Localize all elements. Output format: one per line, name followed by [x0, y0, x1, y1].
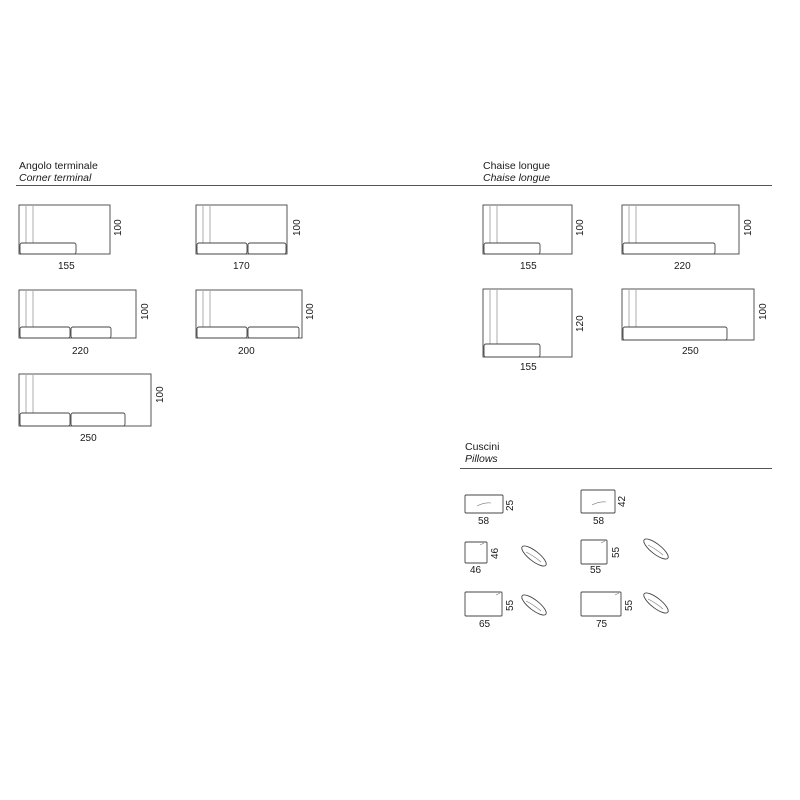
pillow-58x42: [580, 489, 616, 514]
chaise-longue-155-100: [482, 204, 573, 255]
corner-terminal-155-width: 155: [58, 261, 75, 272]
pillow-75x55-height: 55: [624, 599, 635, 611]
corner-terminal-250-depth: 100: [155, 386, 166, 403]
pillow-65x55-width: 65: [479, 619, 491, 630]
corner-terminal-200: [195, 289, 303, 339]
corner-terminal-200-width: 200: [238, 346, 255, 357]
chaise-longue-220-width: 220: [674, 261, 691, 272]
pillow-46-side: [521, 545, 547, 567]
corner-terminal-200-depth: 100: [305, 303, 316, 320]
chaise-longue-155-120: [482, 288, 573, 358]
pillow-55-side: [643, 538, 669, 560]
chaise-longue-header: Chaise longue Chaise longue: [483, 160, 550, 184]
pillow-65x55: [464, 591, 503, 617]
corner-terminal-155: [18, 204, 111, 255]
chaise-longue-divider: [454, 185, 772, 186]
corner-terminal-divider: [16, 185, 454, 186]
pillow-58x25-height: 25: [505, 499, 516, 511]
corner-terminal-155-depth: 100: [113, 219, 124, 236]
chaise-longue-155-100-depth: 100: [575, 219, 586, 236]
pillow-58x25-width: 58: [478, 516, 490, 527]
pillow-55x55-height: 55: [611, 546, 622, 558]
corner-terminal-250: [18, 373, 152, 427]
corner-terminal-header: Angolo terminale Corner terminal: [19, 160, 98, 184]
chaise-longue-220: [621, 204, 740, 255]
pillow-65x55-height: 55: [505, 599, 516, 611]
corner-terminal-170-width: 170: [233, 261, 250, 272]
corner-terminal-220-width: 220: [72, 346, 89, 357]
chaise-longue-250-width: 250: [682, 346, 699, 357]
chaise-longue-250: [621, 288, 755, 341]
corner-terminal-170-depth: 100: [292, 219, 303, 236]
pillow-58x42-width: 58: [593, 516, 605, 527]
corner-terminal-title-it: Angolo terminale: [19, 160, 98, 172]
pillows-title-it: Cuscini: [465, 441, 500, 453]
chaise-longue-250-depth: 100: [758, 303, 769, 320]
pillow-46x46: [464, 541, 488, 564]
pillow-46x46-height: 46: [490, 547, 501, 559]
pillow-75-side: [643, 592, 669, 614]
pillow-75x55-width: 75: [596, 619, 608, 630]
corner-terminal-170: [195, 204, 288, 255]
corner-terminal-title-en: Corner terminal: [19, 172, 92, 184]
pillow-58x25: [464, 494, 504, 514]
corner-terminal-220-depth: 100: [140, 303, 151, 320]
pillow-55x55-width: 55: [590, 565, 602, 576]
pillows-divider: [460, 468, 772, 469]
pillows-header: Cuscini Pillows: [465, 441, 499, 465]
chaise-longue-155-120-depth: 120: [575, 315, 586, 332]
chaise-longue-title-it: Chaise longue: [483, 160, 551, 172]
pillow-46x46-width: 46: [470, 565, 482, 576]
pillow-58x42-height: 42: [617, 495, 628, 507]
pillow-75x55: [580, 591, 622, 617]
chaise-longue-220-depth: 100: [743, 219, 754, 236]
pillow-55x55: [580, 539, 608, 565]
pillow-65-side: [521, 594, 547, 616]
chaise-longue-title-en: Chaise longue: [483, 172, 551, 184]
pillows-title-en: Pillows: [465, 453, 498, 465]
corner-terminal-250-width: 250: [80, 433, 97, 444]
chaise-longue-155-100-width: 155: [520, 261, 537, 272]
corner-terminal-220: [18, 289, 137, 339]
chaise-longue-155-120-width: 155: [520, 362, 537, 373]
